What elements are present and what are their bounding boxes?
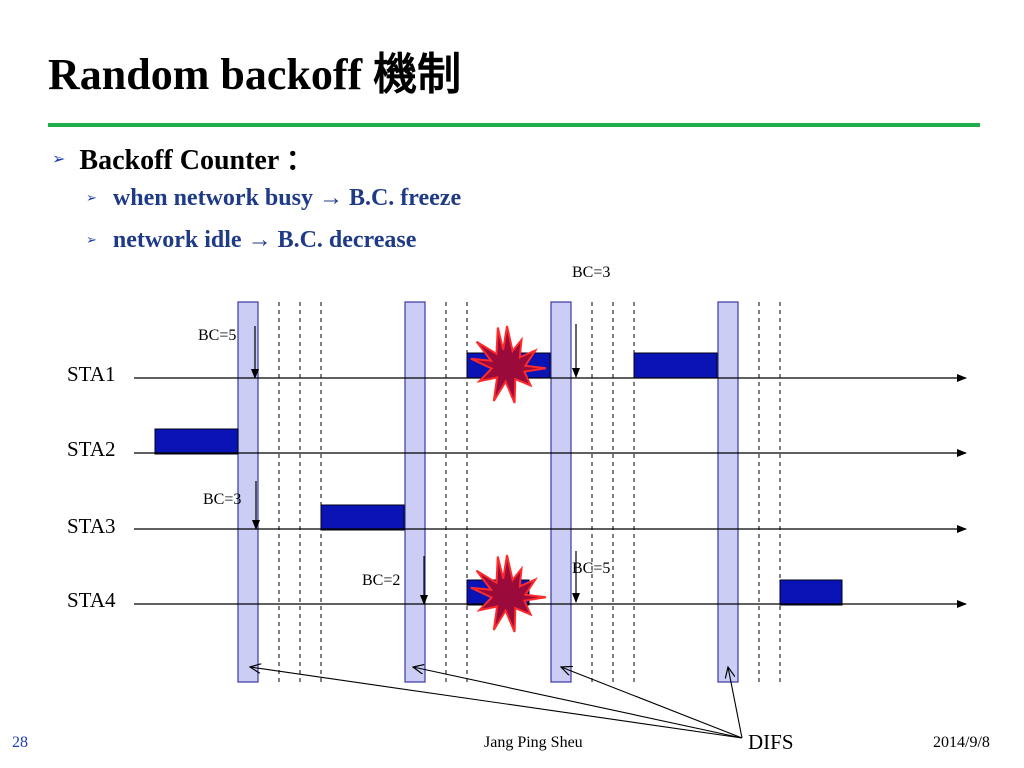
difs-period (550, 301, 572, 683)
bullet-text: Backoff Counter ： (79, 145, 314, 176)
collision-burst-icon (470, 554, 547, 633)
footer-author: Jang Ping Sheu (484, 734, 583, 751)
difs-pointer (728, 667, 743, 739)
arrow-bullet-icon: ➢ (86, 191, 97, 206)
title-divider (48, 123, 980, 127)
difs-pointer (413, 667, 743, 739)
difs-periods (237, 301, 739, 683)
page-number: 28 (12, 734, 28, 751)
difs-pointer (250, 667, 743, 739)
station-label-sta2: STA2 (67, 437, 116, 461)
frame-sta2 (154, 428, 239, 455)
slide-title: Random backoff 機制 (48, 50, 462, 99)
footer-date: 2014/9/8 (933, 734, 990, 751)
arrow-bullet-icon: ➢ (52, 148, 66, 168)
sub-bullet-text: network idle → B.C. decrease (112, 227, 417, 253)
station-timelines (134, 374, 967, 608)
station-label-sta4: STA4 (67, 588, 116, 612)
bullet-backoff-counter: ➢ Backoff Counter ： (52, 138, 314, 178)
sub-bullet-idle: ➢ network idle → B.C. decrease (86, 227, 416, 254)
difs-callout-arrows (250, 667, 743, 739)
frame-sta1 (633, 352, 718, 379)
collision-burst-icon (470, 325, 547, 404)
sub-bullet-busy: ➢ when network busy → B.C. freeze (86, 185, 461, 212)
bc-label-sta1-bc3: BC=3 (572, 264, 610, 281)
difs-period (717, 301, 739, 683)
bc-label-sta1-bc5: BC=5 (198, 327, 236, 344)
bc-label-sta4-bc2: BC=2 (362, 572, 400, 589)
bc-label-sta4-bc5: BC=5 (572, 560, 610, 577)
frame-sta3 (320, 504, 405, 531)
difs-period (404, 301, 426, 683)
difs-pointer (561, 667, 743, 739)
difs-period (237, 301, 259, 683)
station-label-sta1: STA1 (67, 362, 116, 386)
backoff-markers (251, 324, 580, 605)
bc-label-sta3-bc3: BC=3 (203, 491, 241, 508)
difs-label: DIFS (748, 730, 794, 754)
arrow-bullet-icon: ➢ (86, 233, 97, 248)
sub-bullet-text: when network busy → B.C. freeze (112, 185, 462, 211)
station-label-sta3: STA3 (67, 514, 116, 538)
frame-sta4 (779, 579, 843, 606)
